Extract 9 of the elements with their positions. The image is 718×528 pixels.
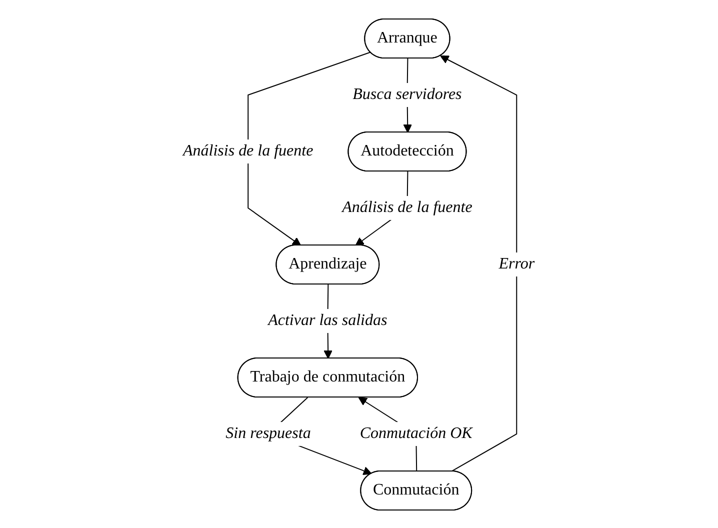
- edge-label: Conmutación OK: [360, 424, 473, 442]
- edge-label: Análisis de la fuente: [183, 142, 314, 159]
- edge-label: Análisis de la fuente: [342, 198, 473, 216]
- arrow: [440, 55, 518, 472]
- arrow: [248, 51, 372, 246]
- edge-label: Activar las salidas: [268, 311, 388, 328]
- edge-label: Sin respuesta: [226, 424, 312, 442]
- edge-label: Busca servidores: [352, 86, 462, 102]
- edge-label: Error: [498, 254, 535, 272]
